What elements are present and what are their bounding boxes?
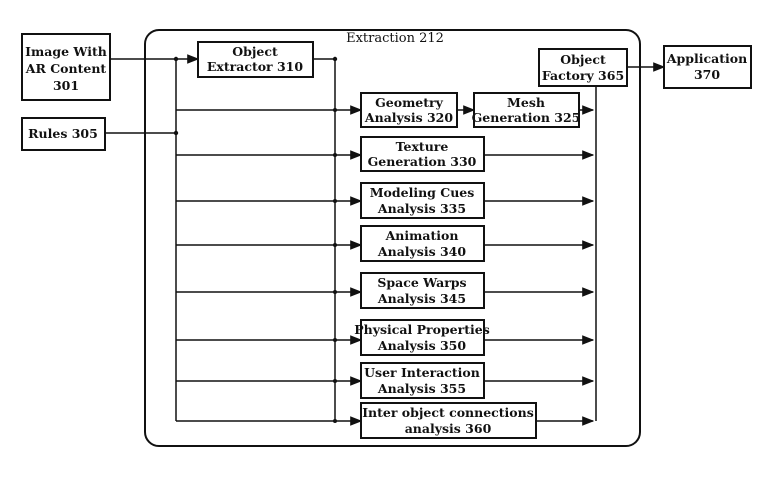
node-image-ar-content-line-3: 301 <box>53 78 79 93</box>
node-application: Application 370 <box>663 45 752 89</box>
node-user-interaction-line-2: Analysis 355 <box>377 381 466 396</box>
node-modeling-cues-line-1: Modeling Cues <box>370 185 475 200</box>
node-modeling-cues-line-2: Analysis 335 <box>377 201 466 216</box>
node-geometry-analysis: Geometry Analysis 320 <box>360 92 458 128</box>
node-texture-generation-line-2: Generation 330 <box>368 154 477 169</box>
node-geometry-analysis-line-2: Analysis 320 <box>364 110 453 125</box>
node-object-factory: Object Factory 365 <box>538 48 628 87</box>
node-mesh-generation: Mesh Generation 325 <box>472 92 581 128</box>
node-object-extractor-line-1: Object <box>232 44 278 59</box>
extraction-title: Extraction 212 <box>346 31 444 46</box>
node-inter-object-connections-analysis: Inter object connections analysis 360 <box>360 402 537 439</box>
node-modeling-cues-analysis: Modeling Cues Analysis 335 <box>360 182 485 219</box>
node-texture-generation: Texture Generation 330 <box>360 136 485 172</box>
node-mesh-generation-line-2: Generation 325 <box>472 110 581 125</box>
node-space-warps-line-2: Analysis 345 <box>377 291 466 306</box>
connectors <box>105 54 666 426</box>
node-user-interaction-analysis: User Interaction Analysis 355 <box>360 362 485 399</box>
node-animation-line-1: Animation <box>385 228 459 243</box>
node-inter-object-line-1: Inter object connections <box>362 405 534 420</box>
node-mesh-generation-line-1: Mesh <box>507 95 545 110</box>
node-rules: Rules 305 <box>21 117 106 151</box>
node-image-ar-content: Image With AR Content 301 <box>21 33 111 101</box>
node-geometry-analysis-line-1: Geometry <box>375 95 444 110</box>
node-object-extractor: Object Extractor 310 <box>197 41 314 78</box>
node-object-factory-line-1: Object <box>560 52 606 67</box>
node-image-ar-content-line-2: AR Content <box>25 61 107 76</box>
node-space-warps-analysis: Space Warps Analysis 345 <box>360 272 485 309</box>
node-physical-properties-analysis: Physical Properties Analysis 350 <box>354 319 490 356</box>
node-texture-generation-line-1: Texture <box>396 139 449 154</box>
node-space-warps-line-1: Space Warps <box>377 275 466 290</box>
node-physical-properties-line-1: Physical Properties <box>354 322 489 337</box>
node-animation-analysis: Animation Analysis 340 <box>360 225 485 262</box>
node-object-extractor-line-2: Extractor 310 <box>207 59 303 74</box>
node-physical-properties-line-2: Analysis 350 <box>377 338 466 353</box>
extraction-frame <box>144 29 641 447</box>
node-application-line-1: Application <box>666 51 747 66</box>
node-image-ar-content-line-1: Image With <box>25 44 107 59</box>
node-animation-line-2: Analysis 340 <box>377 244 466 259</box>
node-user-interaction-line-1: User Interaction <box>364 365 480 380</box>
node-object-factory-line-2: Factory 365 <box>542 68 624 83</box>
node-inter-object-line-2: analysis 360 <box>405 421 492 436</box>
node-application-line-2: 370 <box>694 67 720 82</box>
node-rules-label: Rules 305 <box>28 126 98 141</box>
